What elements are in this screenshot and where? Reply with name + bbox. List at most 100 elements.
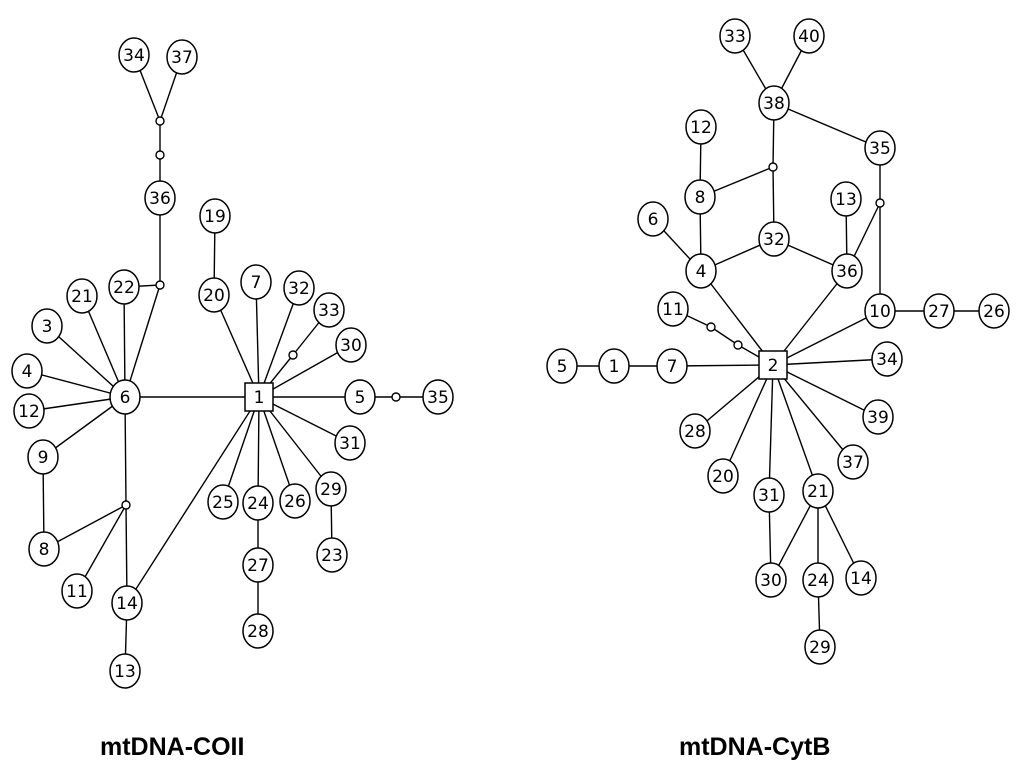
haplotype-circle	[111, 585, 143, 621]
haplotype-label: 14	[850, 569, 872, 589]
median-vector-node-coii	[155, 150, 165, 160]
network-edge-coii-22-6	[123, 286, 126, 398]
haplotype-label: 3	[42, 317, 53, 337]
haplotype-label: 1	[609, 357, 620, 377]
haplotype-label: 26	[983, 302, 1005, 322]
median-vector-marker	[875, 198, 885, 208]
panel-title-cytb: mtDNA-CytB	[679, 733, 831, 761]
haplotype-node-cytb-28: 28	[679, 413, 711, 449]
haplotype-circle	[344, 379, 376, 415]
network-edge-cytb-4-2	[700, 270, 774, 366]
haplotype-label: 36	[836, 262, 858, 282]
network-edge-coii-30-1	[258, 344, 352, 398]
haplotype-label: 13	[114, 662, 136, 682]
haplotype-node-cytb-20: 20	[707, 458, 739, 494]
haplotype-label: 7	[251, 273, 262, 293]
median-vector-marker	[768, 162, 778, 172]
network-edge-coii-20-1	[213, 294, 260, 398]
haplotype-node-coii-21: 21	[66, 278, 98, 314]
median-vector-marker	[155, 116, 165, 126]
haplotype-node-cytb-40: 40	[793, 18, 825, 54]
network-edge-coii-3-6	[46, 325, 126, 398]
haplotype-circle	[657, 291, 689, 327]
haplotype-circle	[685, 253, 717, 289]
haplotype-label: 38	[763, 94, 785, 114]
haplotype-circle	[719, 18, 751, 54]
haplotype-node-cytb-37: 37	[837, 444, 869, 480]
haplotype-label: 10	[869, 302, 891, 322]
haplotype-label: 29	[809, 638, 831, 658]
haplotype-node-cytb-30: 30	[755, 562, 787, 598]
haplotype-circle	[108, 269, 140, 305]
haplotype-label: 6	[648, 210, 659, 230]
haplotype-label: 21	[71, 287, 93, 307]
haplotype-circle	[31, 308, 63, 344]
haplotype-label: 32	[288, 279, 310, 299]
haplotype-circle	[758, 221, 790, 257]
haplotype-node-cytb-32: 32	[758, 221, 790, 257]
haplotype-node-cytb-4: 4	[685, 253, 717, 289]
network-edge-coii-14-1	[126, 396, 260, 604]
haplotype-node-cytb-27: 27	[923, 293, 955, 329]
haplotype-label: 1	[254, 388, 265, 408]
network-edge-coii-12-6	[28, 396, 126, 412]
haplotype-node-coii-9: 9	[27, 439, 59, 475]
haplotype-label: 34	[123, 46, 145, 66]
haplotype-circle	[802, 562, 834, 598]
median-vector-node-cytb	[875, 198, 885, 208]
haplotype-circle	[315, 471, 347, 507]
haplotype-label: 27	[928, 302, 950, 322]
median-vector-marker	[733, 340, 743, 350]
haplotype-circle	[923, 293, 955, 329]
haplotype-label: 30	[760, 571, 782, 591]
haplotype-circle	[758, 85, 790, 121]
haplotype-circle	[316, 537, 348, 573]
haplotype-node-coii-33: 33	[313, 292, 345, 328]
haplotype-node-cytb-6: 6	[637, 201, 669, 237]
haplotype-label: 4	[696, 262, 707, 282]
haplotype-label: 23	[321, 546, 343, 566]
network-edge-coii-32-1	[258, 287, 300, 398]
haplotype-label: 28	[684, 422, 706, 442]
haplotype-label: 2	[768, 356, 779, 376]
network-edge-coii-26-1	[258, 396, 296, 502]
network-edge-coii-25-1	[222, 396, 260, 503]
haplotype-circle	[279, 483, 311, 519]
network-edge-cytb-37-2	[772, 364, 854, 463]
haplotype-circle	[679, 413, 711, 449]
haplotype-node-cytb-24: 24	[802, 562, 834, 598]
haplotype-label: 6	[120, 388, 131, 408]
median-vector-node-cytb	[706, 322, 716, 332]
haplotype-label: 24	[807, 571, 829, 591]
median-vector-node-coii	[391, 392, 401, 402]
haplotype-circle	[831, 253, 863, 289]
haplotype-node-coii-29: 29	[315, 471, 347, 507]
haplotype-node-coii-6: 6	[109, 379, 141, 415]
haplotype-node-cytb-39: 39	[862, 399, 894, 435]
haplotype-circle	[61, 573, 93, 609]
haplotype-label: 4	[22, 362, 33, 382]
haplotype-label: 11	[662, 300, 684, 320]
haplotype-node-cytb-26: 26	[978, 293, 1010, 329]
haplotype-circle	[198, 277, 230, 313]
haplotype-circle	[656, 348, 688, 384]
haplotype-circle	[199, 198, 231, 234]
haplotype-circle	[546, 348, 578, 384]
haplotype-node-coii-1: 1	[244, 382, 274, 412]
haplotype-label: 37	[842, 453, 864, 473]
haplotype-label: 39	[867, 408, 889, 428]
haplotype-node-cytb-36: 36	[831, 253, 863, 289]
haplotype-circle	[684, 179, 716, 215]
haplotype-node-cytb-7: 7	[656, 348, 688, 384]
ancestral-haplotype-square	[758, 350, 788, 380]
haplotype-circle	[864, 293, 896, 329]
haplotype-node-coii-31: 31	[334, 425, 366, 461]
median-vector-marker	[288, 350, 298, 360]
haplotype-node-coii-26: 26	[279, 483, 311, 519]
haplotype-circle	[166, 39, 198, 75]
haplotype-circle	[335, 327, 367, 363]
haplotype-label: 29	[320, 480, 342, 500]
